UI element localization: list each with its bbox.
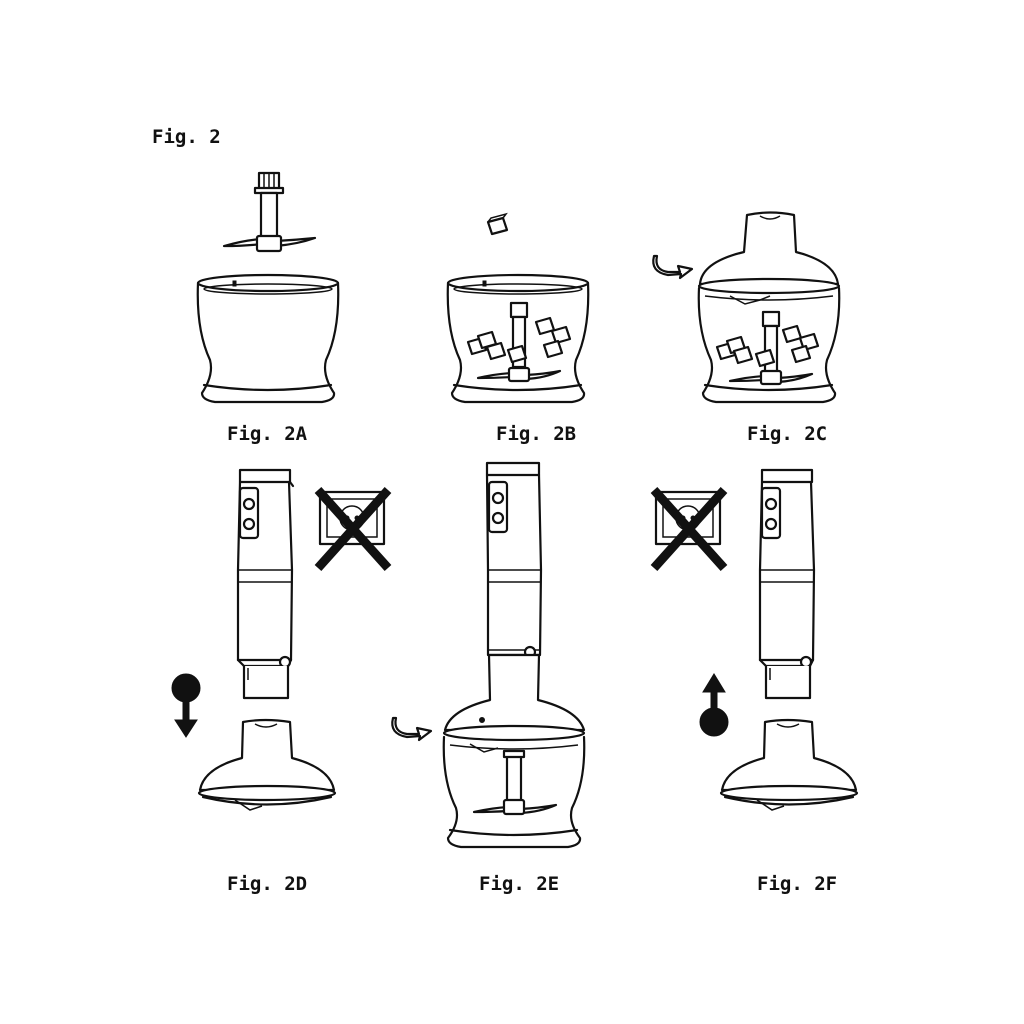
chopper-lid-2f <box>719 718 859 811</box>
motor-unit-2d <box>236 468 295 700</box>
panel-2e <box>391 461 586 849</box>
panel-2d <box>171 468 392 811</box>
no-power-socket-icon-2f <box>650 486 728 572</box>
label-fig-2c: Fig. 2C <box>747 423 828 445</box>
assembled-blender <box>442 461 586 849</box>
panel-2c <box>652 211 841 404</box>
label-fig-2d: Fig. 2D <box>227 873 308 895</box>
rotate-arrow-icon-2e <box>391 716 433 742</box>
figure-title: Fig. 2 <box>152 126 221 148</box>
panel-2a <box>196 171 340 404</box>
down-arrow-icon <box>171 673 201 738</box>
motor-unit-2f <box>758 468 816 700</box>
panel-2f <box>650 468 859 811</box>
bowl-with-food <box>446 273 590 404</box>
food-cube-falling <box>486 212 509 236</box>
label-fig-2e: Fig. 2E <box>479 873 560 895</box>
panel-2b <box>446 212 590 404</box>
chopper-bowl <box>196 273 340 404</box>
up-arrow-icon <box>699 673 729 737</box>
chopper-blade <box>222 171 317 253</box>
rotate-arrow-icon-2c <box>652 254 694 280</box>
bowl-with-lid <box>697 211 841 404</box>
chopper-lid-2d <box>197 718 337 811</box>
label-fig-2a: Fig. 2A <box>227 423 308 445</box>
label-fig-2b: Fig. 2B <box>496 423 577 445</box>
label-fig-2f: Fig. 2F <box>757 873 838 895</box>
no-power-socket-icon-2d <box>314 486 392 572</box>
